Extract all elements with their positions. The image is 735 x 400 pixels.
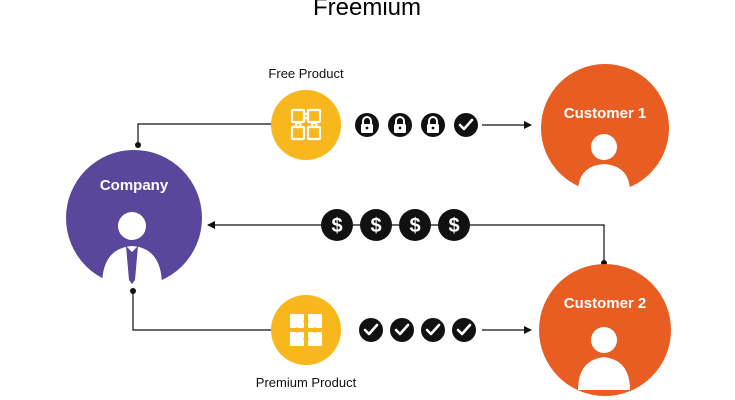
lock-icon: [355, 113, 379, 137]
free-product-badges: [355, 113, 478, 137]
payment-badges: $ $ $ $: [321, 209, 470, 241]
company-node: Company: [66, 150, 202, 286]
dollar-icon: $: [360, 209, 392, 241]
free-product-circle: [271, 90, 341, 160]
dollar-sign: $: [448, 215, 459, 237]
company-label: Company: [100, 177, 169, 194]
dollar-sign: $: [331, 215, 342, 237]
dollar-icon: $: [438, 209, 470, 241]
check-icon: [359, 318, 383, 342]
premium-product-circle: [271, 295, 341, 365]
premium-product-label: Premium Product: [256, 375, 357, 390]
company-bottom-dot: [130, 288, 136, 294]
dollar-sign: $: [409, 215, 420, 237]
diagram-title: Freemium: [313, 0, 421, 21]
dollar-icon: $: [399, 209, 431, 241]
free-product-node: Free Product: [268, 66, 344, 160]
free-product-label: Free Product: [268, 66, 344, 81]
check-icon: [421, 318, 445, 342]
lock-icon: [421, 113, 445, 137]
check-icon: [454, 113, 478, 137]
check-icon: [390, 318, 414, 342]
customer2-node: Customer 2: [539, 264, 671, 396]
dollar-icon: $: [321, 209, 353, 241]
person-icon: [578, 327, 630, 390]
customer1-label: Customer 1: [564, 105, 647, 122]
check-icon: [452, 318, 476, 342]
customer1-node: Customer 1: [541, 64, 669, 192]
customer2-label: Customer 2: [564, 295, 647, 312]
puzzle-icon: [290, 314, 322, 346]
company-top-dot: [135, 142, 141, 148]
person-icon: [578, 134, 630, 192]
company-to-premium-product-line: [132, 292, 272, 331]
dollar-sign: $: [370, 215, 381, 237]
customer1-circle: [541, 64, 669, 192]
person-icon: [102, 212, 162, 286]
free-product-to-company-line: [137, 123, 272, 144]
premium-product-badges: [359, 318, 476, 342]
lock-icon: [388, 113, 412, 137]
premium-product-node: Premium Product: [256, 295, 357, 390]
puzzle-icon: [290, 108, 322, 141]
